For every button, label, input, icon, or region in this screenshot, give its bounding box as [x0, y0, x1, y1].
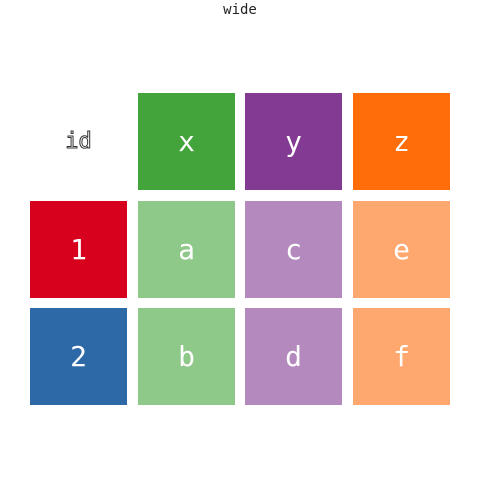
header-z-cell: z [353, 93, 450, 190]
diagram-title: wide [223, 2, 257, 18]
header-id-cell: id [30, 93, 127, 190]
row-1-z-cell: e [353, 201, 450, 298]
row-2-id-cell: 2 [30, 308, 127, 405]
row-2-x-cell: b [138, 308, 235, 405]
row-2-z-cell: f [353, 308, 450, 405]
header-id-label: id [65, 129, 92, 155]
row-1-y-cell: c [245, 201, 342, 298]
row-2-y-cell: d [245, 308, 342, 405]
header-y-cell: y [245, 93, 342, 190]
row-1-id-cell: 1 [30, 201, 127, 298]
row-1-x-cell: a [138, 201, 235, 298]
header-x-cell: x [138, 93, 235, 190]
